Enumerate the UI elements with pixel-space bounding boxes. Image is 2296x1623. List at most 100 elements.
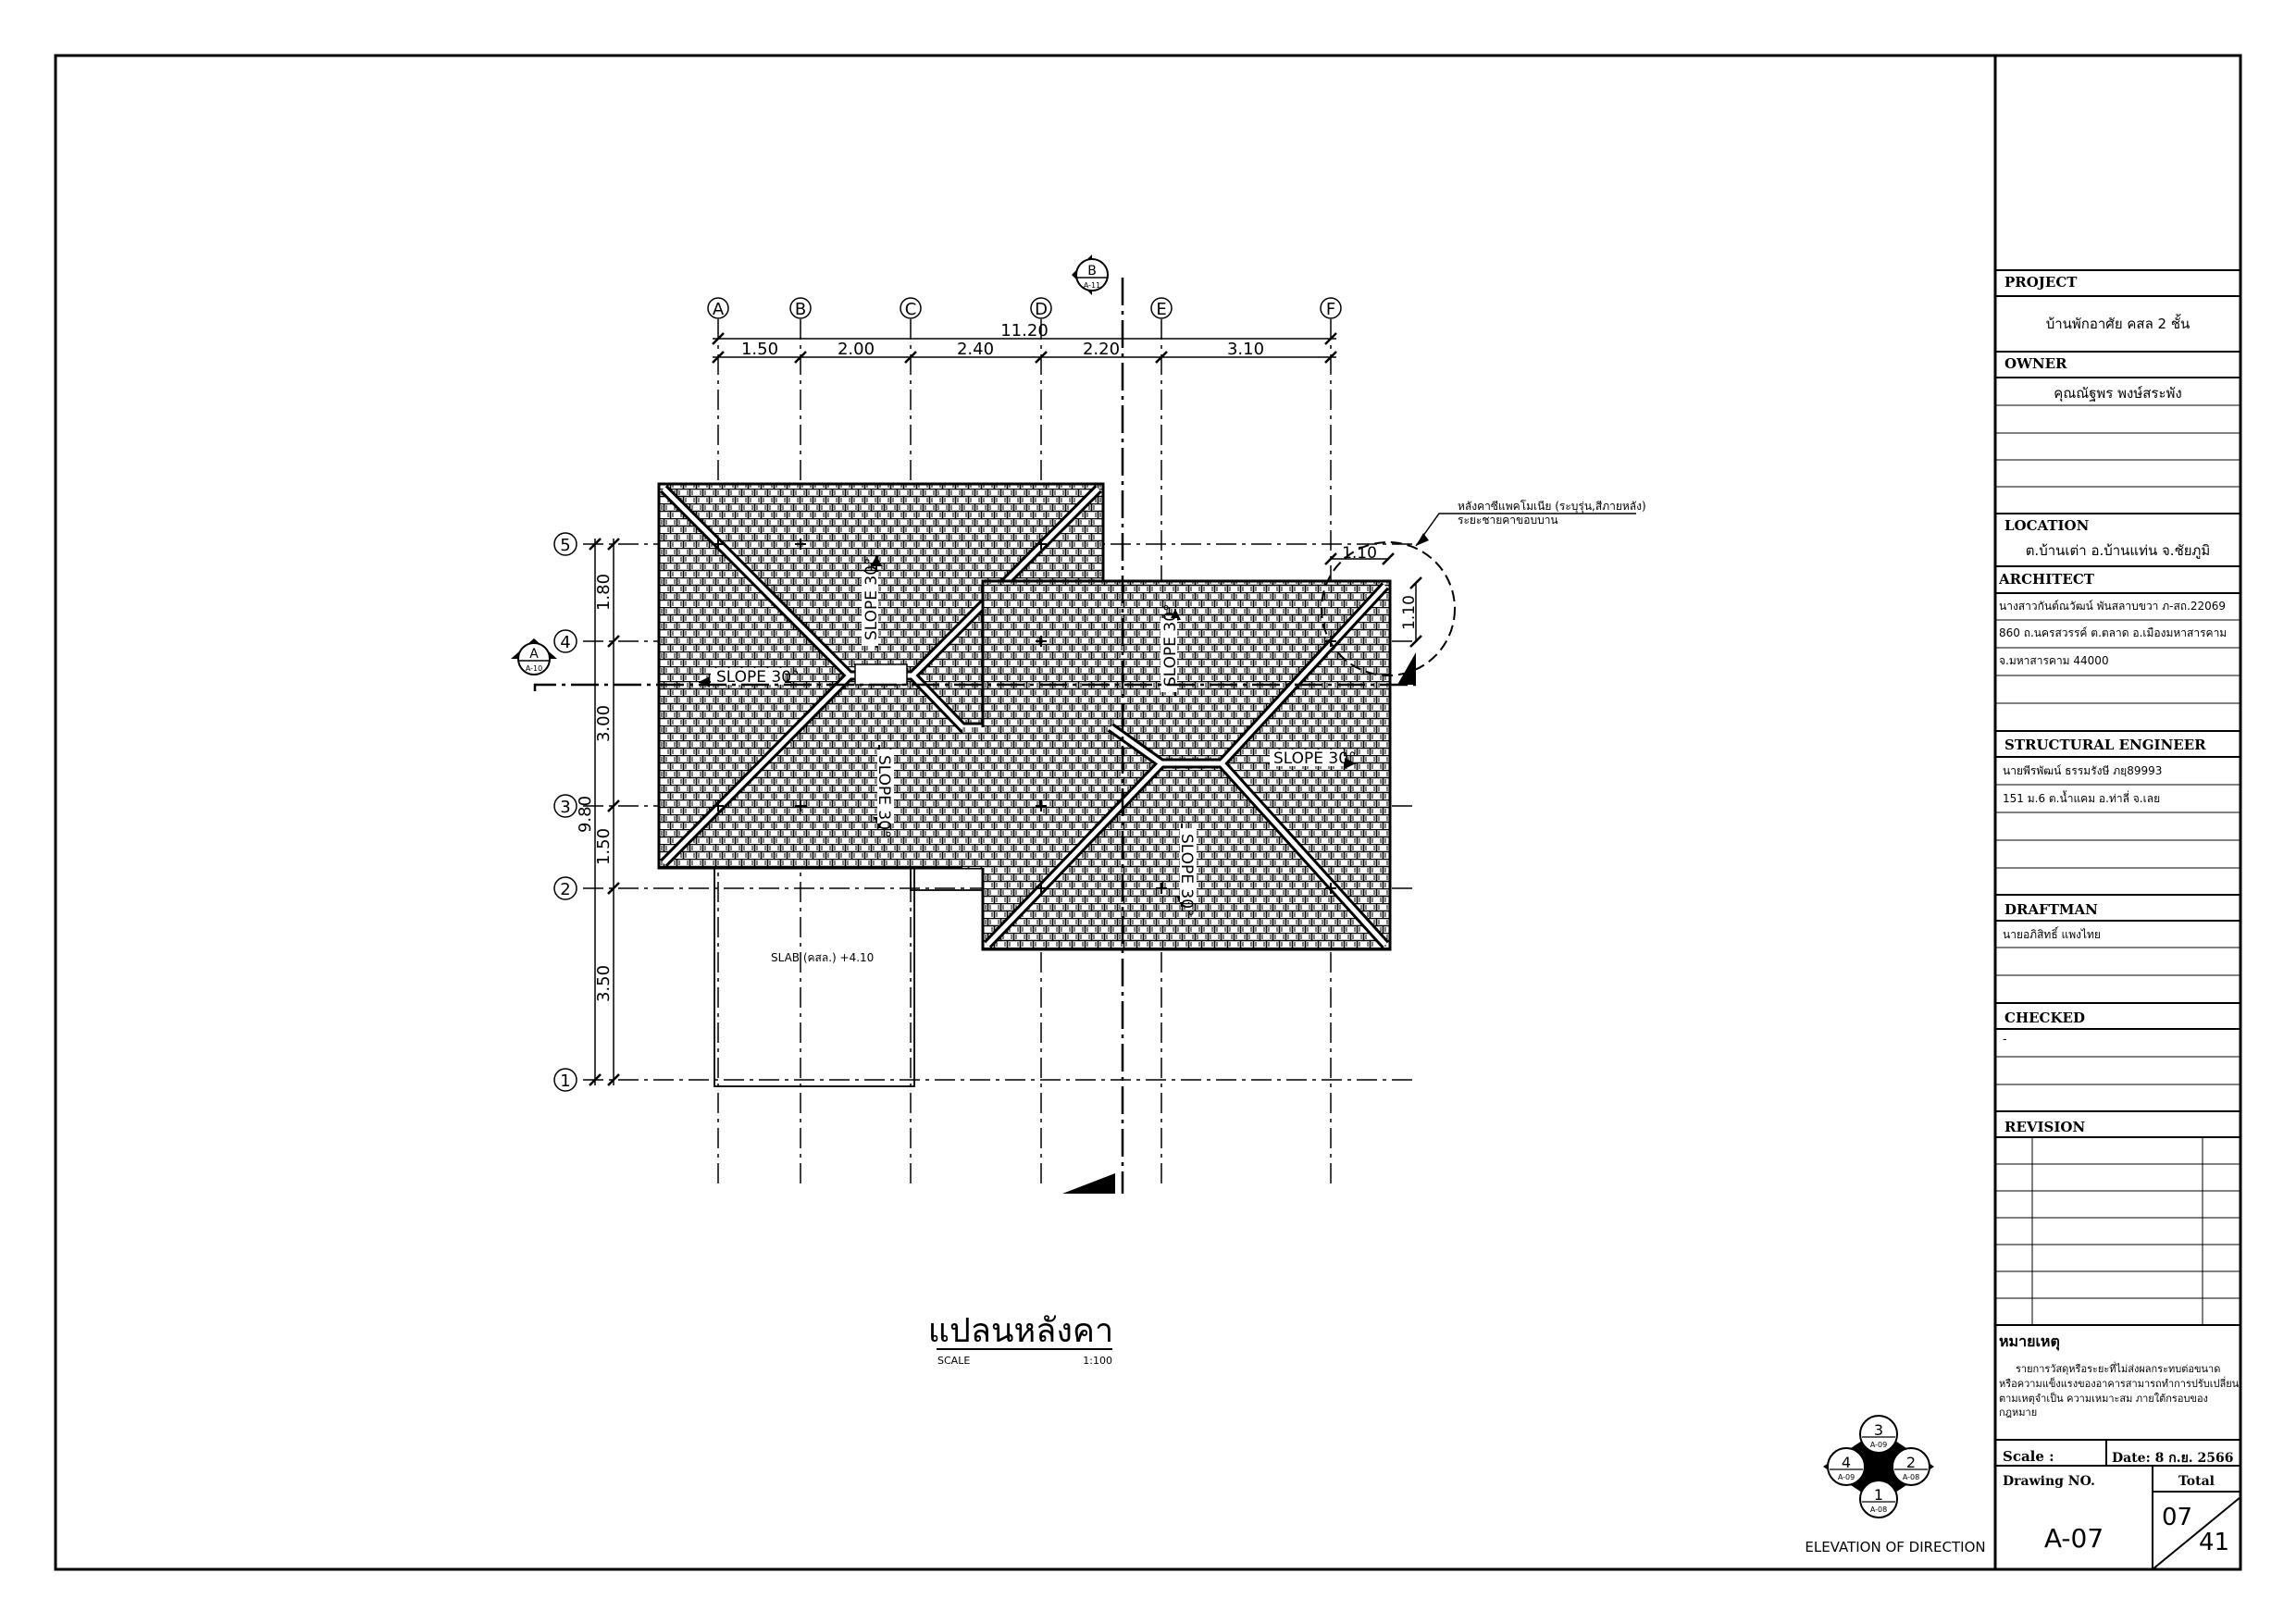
- section-line-b: B A-11: [1062, 254, 1124, 1194]
- svg-text:11.20: 11.20: [1000, 321, 1049, 341]
- svg-text:2: 2: [1906, 1454, 1916, 1471]
- svg-text:1.80: 1.80: [594, 574, 614, 611]
- svg-text:3.50: 3.50: [594, 965, 614, 1002]
- svg-text:E: E: [1156, 300, 1166, 319]
- svg-text:2.20: 2.20: [1083, 340, 1120, 359]
- location-value: ต.บ้านเต่า อ.บ้านแท่น จ.ชัยภูมิ: [2025, 542, 2211, 559]
- top-dimension-labels: 11.20 1.50 2.00 2.40 2.20 3.10: [741, 321, 1264, 359]
- slab-outline: [714, 867, 983, 1087]
- grid-bubbles-letters: A B C D E F: [707, 297, 1342, 319]
- structural-line-1: นายพีรพัฒน์ ธรรมรังษี ภยฺ89993: [2003, 764, 2163, 777]
- svg-text:1.10: 1.10: [1400, 595, 1419, 630]
- owner-name: คุณณัฐพร พงษ์สระพัง: [2054, 385, 2182, 402]
- total-label: Total: [2178, 1474, 2215, 1489]
- svg-text:2: 2: [560, 880, 570, 899]
- svg-text:C: C: [905, 300, 917, 319]
- remark-line-2: หรือความแข็งแรงของอาคารสามารถทำการปรับเป…: [1999, 1378, 2240, 1390]
- remark-line-4: กฎหมาย: [1999, 1406, 2038, 1419]
- elevation-caption: ELEVATION OF DIRECTION: [1805, 1539, 1985, 1555]
- checked-label: CHECKED: [2004, 1010, 2085, 1026]
- svg-text:1.10: 1.10: [1342, 544, 1377, 563]
- roof-note-1: หลังคาซีแพคโมเนีย (ระบุรุ่น,สีภายหลัง): [1458, 500, 1646, 514]
- svg-text:5: 5: [560, 536, 570, 555]
- svg-text:A-11: A-11: [1084, 281, 1100, 290]
- svg-text:4: 4: [560, 633, 570, 652]
- svg-text:SLOPE 30°: SLOPE 30°: [1273, 750, 1357, 768]
- drawing-title-block: แปลนหลังคา SCALE 1:100: [928, 1312, 1113, 1367]
- eave-callout: 1.10 1.10 หลังคาซีแพคโมเนีย (ระบุรุ่น,สี…: [1321, 500, 1646, 676]
- revision-label: REVISION: [2004, 1119, 2086, 1135]
- project-name: บ้านพักอาศัย คสล 2 ชั้น: [2045, 316, 2191, 332]
- scale-label: Scale :: [2003, 1448, 2054, 1465]
- svg-text:A: A: [713, 300, 725, 319]
- remark-label: หมายเหตุ: [1999, 1332, 2060, 1350]
- draftman-label: DRAFTMAN: [2004, 901, 2098, 918]
- svg-text:1: 1: [560, 1072, 570, 1091]
- svg-text:B: B: [795, 300, 806, 319]
- svg-text:SLOPE 30°: SLOPE 30°: [716, 668, 800, 687]
- svg-text:3: 3: [1874, 1421, 1883, 1439]
- svg-text:1: 1: [1874, 1486, 1883, 1504]
- drawing-title: แปลนหลังคา: [928, 1312, 1113, 1350]
- svg-text:3.10: 3.10: [1227, 340, 1264, 359]
- owner-label: OWNER: [2004, 355, 2067, 372]
- remark-line-3: ตามเหตุจำเป็น ความเหมาะสม ภายใต้กรอบของ: [1999, 1393, 2208, 1405]
- svg-text:3: 3: [560, 798, 570, 817]
- svg-text:SLOPE 30°: SLOPE 30°: [863, 557, 881, 640]
- sheet-total: 41: [2199, 1529, 2230, 1556]
- svg-text:SCALE: SCALE: [937, 1355, 970, 1367]
- architect-line-2: 860 ถ.นครสวรรค์ ต.ตลาด อ.เมืองมหาสารคาม: [1999, 626, 2228, 639]
- project-label: PROJECT: [2004, 274, 2078, 291]
- svg-text:SLOPE 30°: SLOPE 30°: [875, 755, 893, 838]
- svg-text:A-10: A-10: [526, 664, 542, 673]
- svg-text:3.00: 3.00: [594, 705, 614, 742]
- svg-text:SLOPE 30°: SLOPE 30°: [1177, 834, 1196, 917]
- architect-line-3: จ.มหาสารคาม 44000: [1999, 654, 2109, 667]
- titleblock-grid: [1995, 269, 2241, 1570]
- location-label: LOCATION: [2004, 517, 2090, 534]
- top-dimensions: [712, 332, 1337, 364]
- section-line-a: A A-10: [511, 638, 1416, 691]
- slope-label-mid-left: SLOPE 30°: [874, 745, 894, 838]
- svg-text:A-09: A-09: [1838, 1473, 1855, 1481]
- draftman-name: นายอภิสิทธิ์ แพงไทย: [2003, 928, 2101, 941]
- architect-label: ARCHITECT: [1999, 571, 2094, 588]
- svg-text:A-08: A-08: [1870, 1505, 1887, 1514]
- svg-text:D: D: [1035, 300, 1048, 319]
- svg-text:1:100: 1:100: [1083, 1355, 1112, 1367]
- slope-label-right: SLOPE 30°: [1268, 750, 1357, 769]
- grid-bubbles-numbers: 5 4 3 2 1: [553, 532, 577, 1092]
- slope-label-left: SLOPE 30°: [699, 668, 800, 688]
- column-markers: [713, 539, 1336, 894]
- elevation-direction-symbol: 3 A-09 1 A-08 4 A-09 2 A-08 ELEVATION OF…: [1805, 1415, 1986, 1555]
- slope-annotations: SLOPE 30° SLOPE 30° SLOPE 30° SLOPE 30° …: [699, 555, 1357, 917]
- svg-text:A: A: [529, 647, 539, 662]
- slab-label: SLAB (คสล.) +4.10: [771, 951, 874, 964]
- remark-line-1: รายการวัสดุหรือระยะที่ไม่ส่งผลกระทบต่อขน…: [2016, 1363, 2221, 1375]
- left-dimension-labels: 9.80 1.80 3.00 1.50 3.50: [576, 574, 614, 1002]
- drawing-no-label: Drawing NO.: [2003, 1474, 2095, 1489]
- architect-line-1: นางสาวกันต์ณวัฒน์ พันสลาบขวา ภ-สถ.22069: [1999, 600, 2227, 613]
- slope-label-bottom: SLOPE 30°: [1176, 824, 1197, 917]
- svg-text:1.50: 1.50: [594, 828, 614, 865]
- svg-text:B: B: [1087, 264, 1097, 279]
- title-block: PROJECT บ้านพักอาศัย คสล 2 ชั้น OWNER คุ…: [1995, 56, 2240, 1569]
- checked-value: -: [2003, 1033, 2007, 1047]
- svg-text:A-08: A-08: [1903, 1473, 1919, 1481]
- svg-text:9.80: 9.80: [576, 796, 595, 833]
- slope-label-top: SLOPE 30°: [862, 555, 882, 648]
- svg-text:2.40: 2.40: [957, 340, 994, 359]
- svg-text:4: 4: [1842, 1454, 1851, 1471]
- svg-text:SLOPE 30°: SLOPE 30°: [1161, 603, 1180, 687]
- roof-note-2: ระยะชายคาขอบบาน: [1458, 514, 1558, 527]
- svg-text:1.50: 1.50: [741, 340, 778, 359]
- drawing-number: A-07: [2043, 1523, 2104, 1554]
- sheet-number: 07: [2162, 1504, 2193, 1531]
- structural-line-2: 151 ม.6 ต.น้ำแคม อ.ท่าลี่ จ.เลย: [2003, 792, 2161, 805]
- svg-text:F: F: [1326, 300, 1335, 319]
- date-value: Date: 8 ก.ย. 2566: [2112, 1451, 2234, 1466]
- svg-text:A-09: A-09: [1870, 1441, 1887, 1449]
- svg-text:2.00: 2.00: [838, 340, 875, 359]
- slope-label-mid-right: SLOPE 30°: [1160, 603, 1181, 697]
